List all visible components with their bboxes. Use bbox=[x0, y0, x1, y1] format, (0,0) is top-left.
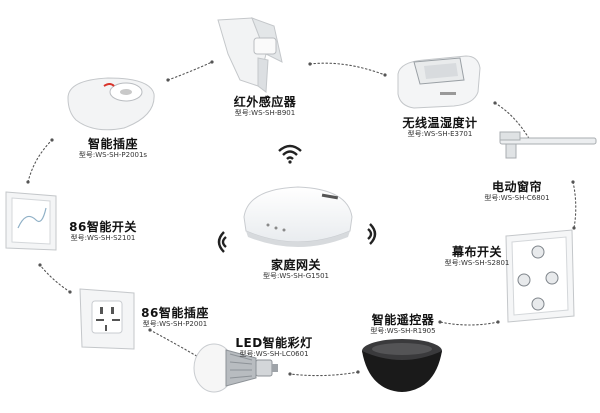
link-plug-pir bbox=[167, 61, 213, 81]
curtain-switch-name: 幕布开关 bbox=[451, 245, 502, 259]
link-switch86-plug bbox=[27, 139, 53, 183]
curtain-switch-image bbox=[505, 229, 575, 323]
gateway-label: 家庭网关 型号:WS-SH-G1501 bbox=[253, 258, 339, 281]
remote-controller-image bbox=[362, 339, 442, 392]
led-name: LED智能彩灯 bbox=[235, 336, 313, 350]
pir-sensor-image bbox=[217, 17, 283, 93]
link-pir-thermo bbox=[309, 62, 386, 76]
link-thermo-curtain bbox=[494, 102, 531, 141]
thermo-label: 无线温湿度计 型号:WS-SH-E3701 bbox=[392, 116, 488, 139]
curtain-motor-name: 电动窗帘 bbox=[491, 180, 542, 194]
gateway-device-image bbox=[243, 186, 353, 247]
switch86-model: 型号:WS-SH-S2101 bbox=[70, 234, 136, 242]
pir-label: 红外感应器 型号:WS-SH-B901 bbox=[222, 95, 308, 118]
curtain-switch-model: 型号:WS-SH-S2801 bbox=[444, 259, 510, 267]
led-label: LED智能彩灯 型号:WS-SH-LC0601 bbox=[226, 336, 322, 359]
thermo-name: 无线温湿度计 bbox=[402, 116, 478, 130]
thermo-hygrometer-image bbox=[397, 55, 481, 109]
remote-label: 智能遥控器 型号:WS-SH-R1905 bbox=[360, 313, 446, 336]
socket86-label: 86智能插座 型号:WS-SH-P2001 bbox=[132, 306, 218, 329]
plug-name: 智能插座 bbox=[87, 137, 138, 151]
wifi-icon bbox=[278, 144, 302, 164]
socket86-model: 型号:WS-SH-P2001 bbox=[142, 320, 208, 328]
link-socket-switch86 bbox=[39, 264, 71, 293]
smart-plug-image bbox=[67, 77, 155, 131]
curtain-motor-model: 型号:WS-SH-C6801 bbox=[484, 194, 550, 202]
link-switch-remote bbox=[439, 321, 499, 326]
thermo-model: 型号:WS-SH-E3701 bbox=[407, 130, 473, 138]
link-remote-led bbox=[289, 371, 359, 377]
curtain-motor-label: 电动窗帘 型号:WS-SH-C6801 bbox=[474, 180, 560, 203]
switch-86-image bbox=[5, 191, 57, 251]
plug-model: 型号:WS-SH-P2001s bbox=[78, 151, 148, 159]
gateway-name: 家庭网关 bbox=[270, 258, 321, 272]
remote-name: 智能遥控器 bbox=[371, 313, 435, 327]
gateway-model: 型号:WS-SH-G1501 bbox=[263, 272, 329, 280]
signal-left-icon bbox=[217, 231, 227, 253]
pir-model: 型号:WS-SH-B901 bbox=[234, 109, 296, 117]
pir-name: 红外感应器 bbox=[233, 95, 297, 109]
switch86-name: 86智能开关 bbox=[69, 220, 137, 234]
plug-label: 智能插座 型号:WS-SH-P2001s bbox=[70, 137, 156, 160]
remote-model: 型号:WS-SH-R1905 bbox=[370, 327, 436, 335]
signal-right-icon bbox=[367, 223, 377, 245]
curtain-motor-image bbox=[499, 131, 597, 159]
led-model: 型号:WS-SH-LC0601 bbox=[239, 350, 309, 358]
socket86-name: 86智能插座 bbox=[141, 306, 209, 320]
curtain-switch-label: 幕布开关 型号:WS-SH-S2801 bbox=[434, 245, 520, 268]
socket-86-image bbox=[79, 288, 135, 350]
switch86-label: 86智能开关 型号:WS-SH-S2101 bbox=[60, 220, 146, 243]
link-curtain-switch bbox=[572, 181, 577, 229]
led-bulb-image bbox=[193, 343, 278, 393]
